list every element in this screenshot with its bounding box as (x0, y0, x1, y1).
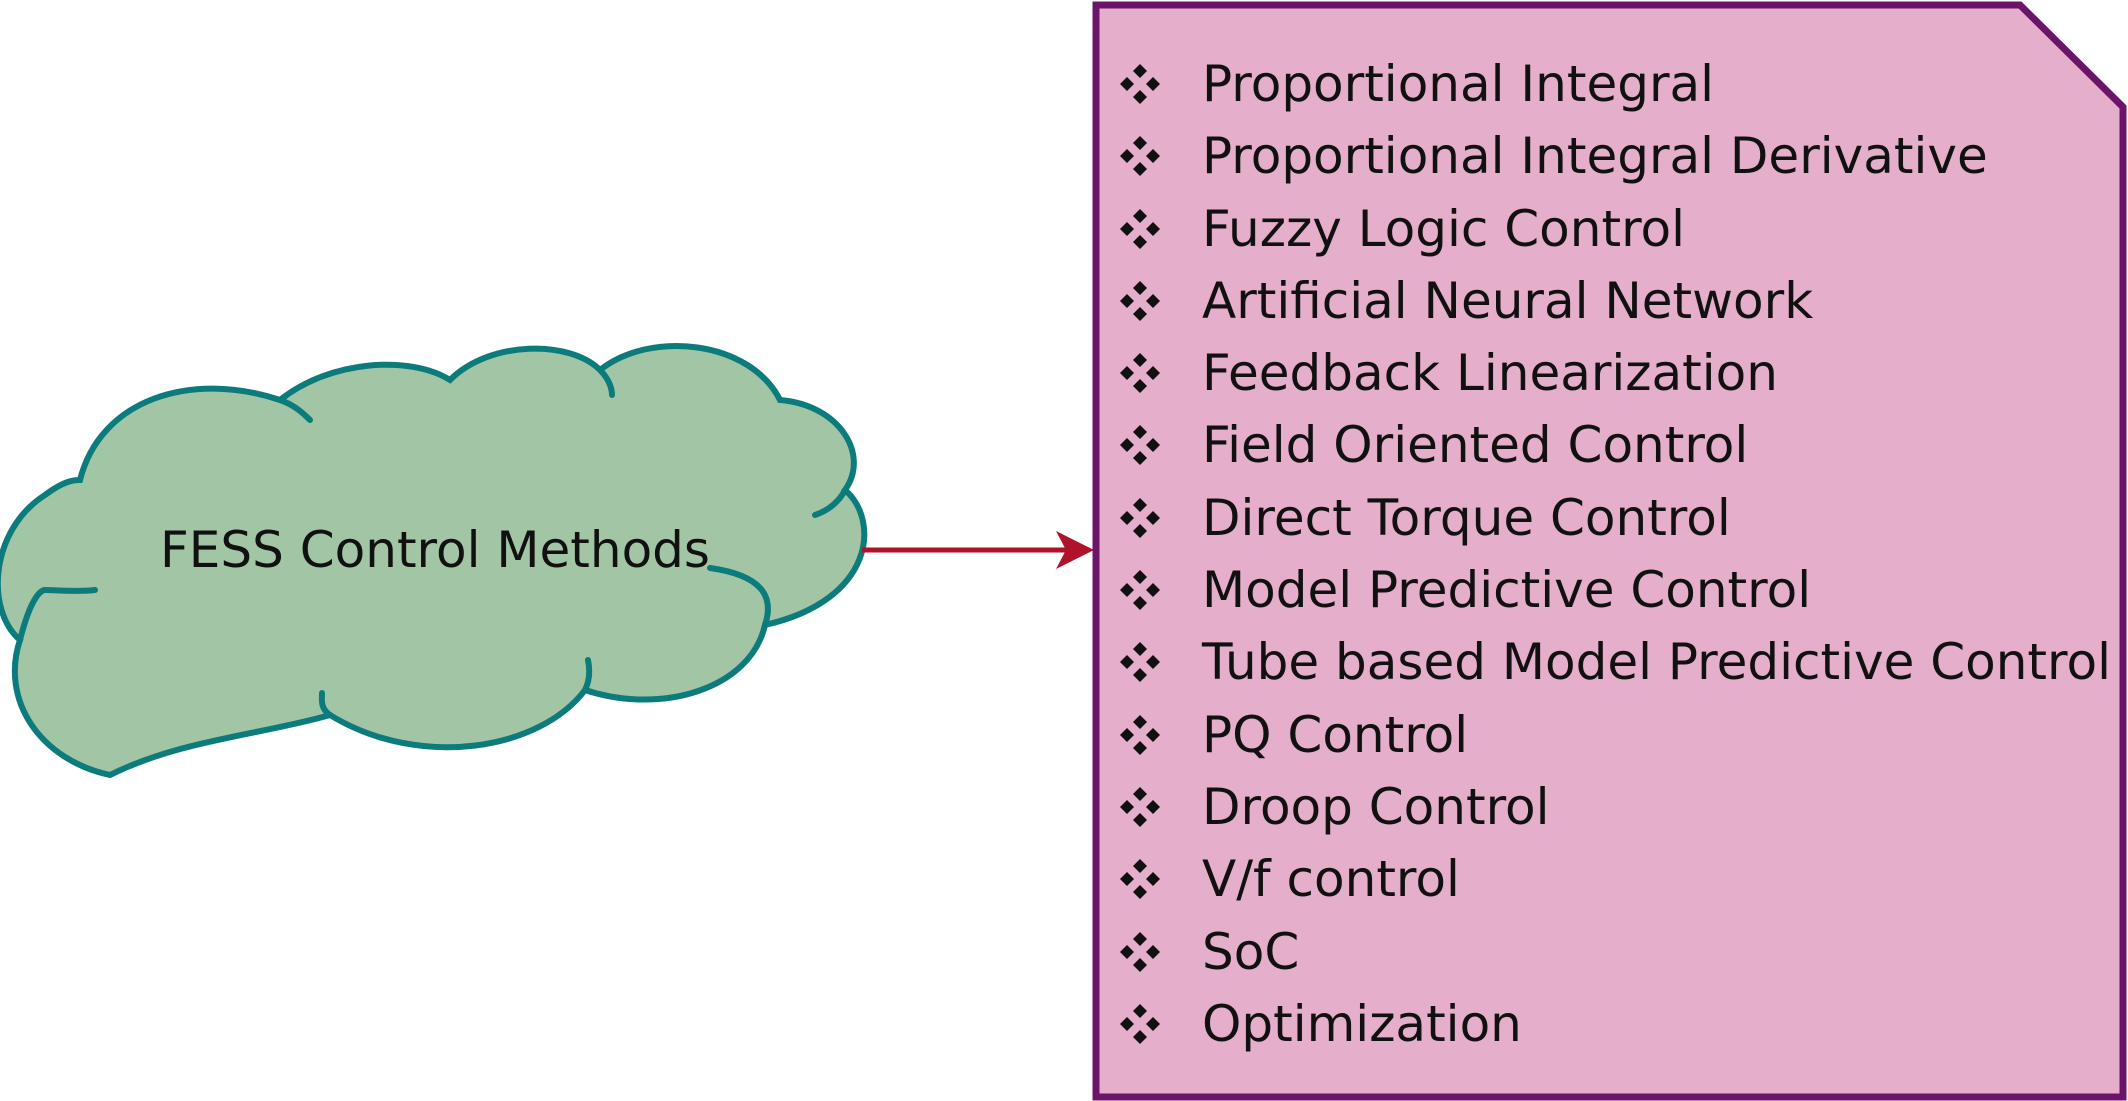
cloud-shape (0, 343, 868, 779)
method-label: SoC (1202, 922, 1300, 981)
method-label: Fuzzy Logic Control (1202, 199, 1686, 258)
method-label: Proportional Integral Derivative (1202, 127, 1988, 186)
four-diamond-bullet-icon (1120, 642, 1160, 683)
four-diamond-bullet-icon (1120, 136, 1160, 177)
method-label: Optimization (1202, 994, 1522, 1053)
method-label: Proportional Integral (1202, 55, 1715, 113)
method-label: PQ Control (1202, 705, 1469, 764)
method-label: Feedback Linearization (1202, 344, 1778, 403)
method-label: Direct Torque Control (1202, 488, 1731, 547)
four-diamond-bullet-icon (1120, 714, 1160, 755)
method-label: Droop Control (1202, 777, 1550, 836)
methods-box (1092, 1, 2127, 1101)
four-diamond-bullet-icon (1120, 570, 1160, 611)
four-diamond-bullet-icon (1120, 425, 1160, 466)
four-diamond-bullet-icon (1120, 786, 1160, 827)
method-label: Artificial Neural Network (1202, 271, 1814, 330)
method-label: Field Oriented Control (1202, 416, 1749, 475)
four-diamond-bullet-icon (1120, 1003, 1160, 1044)
cloud-label: FESS Control Methods (160, 521, 710, 579)
four-diamond-bullet-icon (1120, 64, 1160, 104)
connector-arrow (862, 531, 1094, 569)
four-diamond-bullet-icon (1120, 353, 1160, 394)
method-label: V/f control (1202, 850, 1460, 909)
method-label: Model Predictive Control (1202, 561, 1812, 620)
four-diamond-bullet-icon (1120, 280, 1160, 321)
method-label: Tube based Model Predictive Control (1202, 633, 2111, 692)
four-diamond-bullet-icon (1120, 497, 1160, 538)
four-diamond-bullet-icon (1120, 931, 1160, 972)
four-diamond-bullet-icon (1120, 208, 1160, 249)
four-diamond-bullet-icon (1120, 859, 1160, 900)
